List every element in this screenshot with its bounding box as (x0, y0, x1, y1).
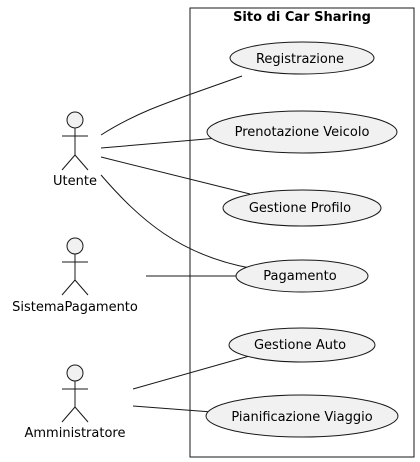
actor-label: Amministratore (25, 426, 126, 441)
association-utente-profilo (100, 156, 251, 195)
actor-sistema-pagamento: SistemaPagamento (12, 237, 138, 315)
use-case-gestione-auto: Gestione Auto (228, 327, 376, 363)
actor-figure-icon (61, 237, 89, 296)
use-case-label: Gestione Profilo (249, 201, 351, 216)
use-case-prenotazione-veicolo: Prenotazione Veicolo (206, 110, 398, 154)
association-admin-auto (132, 354, 254, 390)
system-boundary: Sito di Car Sharing (189, 7, 415, 458)
association-utente-prenotazione (100, 137, 219, 149)
actor-figure-icon (61, 111, 89, 171)
system-title: Sito di Car Sharing (233, 10, 371, 25)
use-case-label: Pianificazione Viaggio (231, 410, 372, 425)
use-case-gestione-profilo: Gestione Profilo (222, 189, 382, 227)
use-case-pianificazione-viaggio: Pianificazione Viaggio (205, 394, 399, 438)
actor-amministratore: Amministratore (25, 364, 126, 441)
actor-label: SistemaPagamento (12, 300, 138, 315)
use-case-label: Registrazione (256, 52, 344, 67)
use-case-label: Gestione Auto (254, 338, 346, 353)
use-case-pagamento: Pagamento (235, 259, 369, 293)
association-utente-pagamento (100, 174, 251, 269)
use-case-label: Pagamento (263, 269, 336, 284)
actor-figure-icon (61, 364, 89, 423)
use-case-registrazione: Registrazione (229, 41, 375, 75)
use-case-label: Prenotazione Veicolo (235, 125, 370, 140)
actor-label: Utente (53, 174, 97, 189)
association-utente-registrazione (100, 75, 243, 136)
actor-utente: Utente (53, 111, 97, 189)
association-admin-viaggio (132, 405, 213, 413)
associations (100, 75, 254, 413)
